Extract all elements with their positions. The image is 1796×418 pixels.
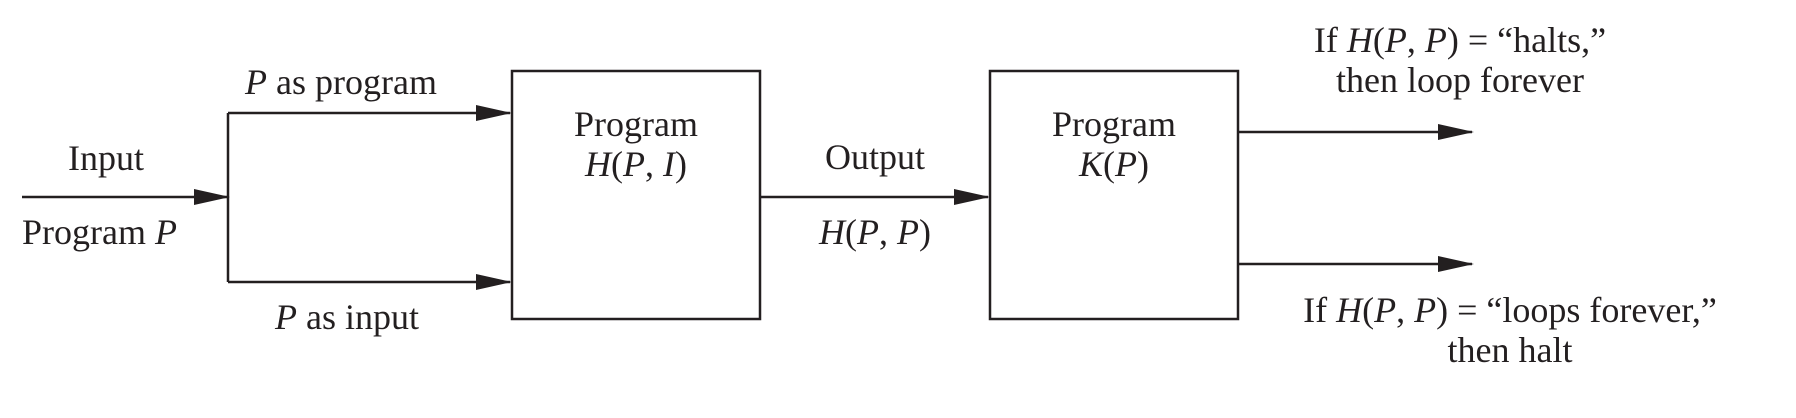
program-k-title: Program [1052,104,1176,144]
output-value-label: H(P, P) [819,212,931,252]
input-label: Input [68,138,144,178]
as-input-text: as input [297,297,419,337]
p-as-input-label: P as input [275,297,419,337]
loops-condition-label: If H(P, P) = “loops forever,” then halt [1240,290,1780,370]
halts-condition-label: If H(P, P) = “halts,” then loop forever [1250,20,1670,100]
p-var: P [245,62,267,102]
halts-condition-line2: then loop forever [1336,60,1584,100]
program-h-signature: H(P, I) [585,144,687,184]
p-var: P [275,297,297,337]
program-p-var: P [154,212,177,252]
loops-condition-line2: then halt [1447,330,1573,370]
program-k-signature: K(P) [1078,144,1149,184]
as-program-text: as program [267,62,437,102]
program-k-label: Program K(P) [990,104,1238,184]
program-h-title: Program [574,104,698,144]
program-h-label: Program H(P, I) [512,104,760,184]
output-label: Output [824,137,925,177]
p-as-program-label: P as program [245,62,437,102]
program-k-box [988,69,1240,321]
halts-condition-line1: If H(P, P) = “halts,” [1313,20,1607,60]
program-p-label: Program P [22,212,177,252]
loops-condition-line1: If H(P, P) = “loops forever,” [1303,290,1717,330]
program-p-text: Program [22,212,155,252]
program-h-box [510,69,762,321]
